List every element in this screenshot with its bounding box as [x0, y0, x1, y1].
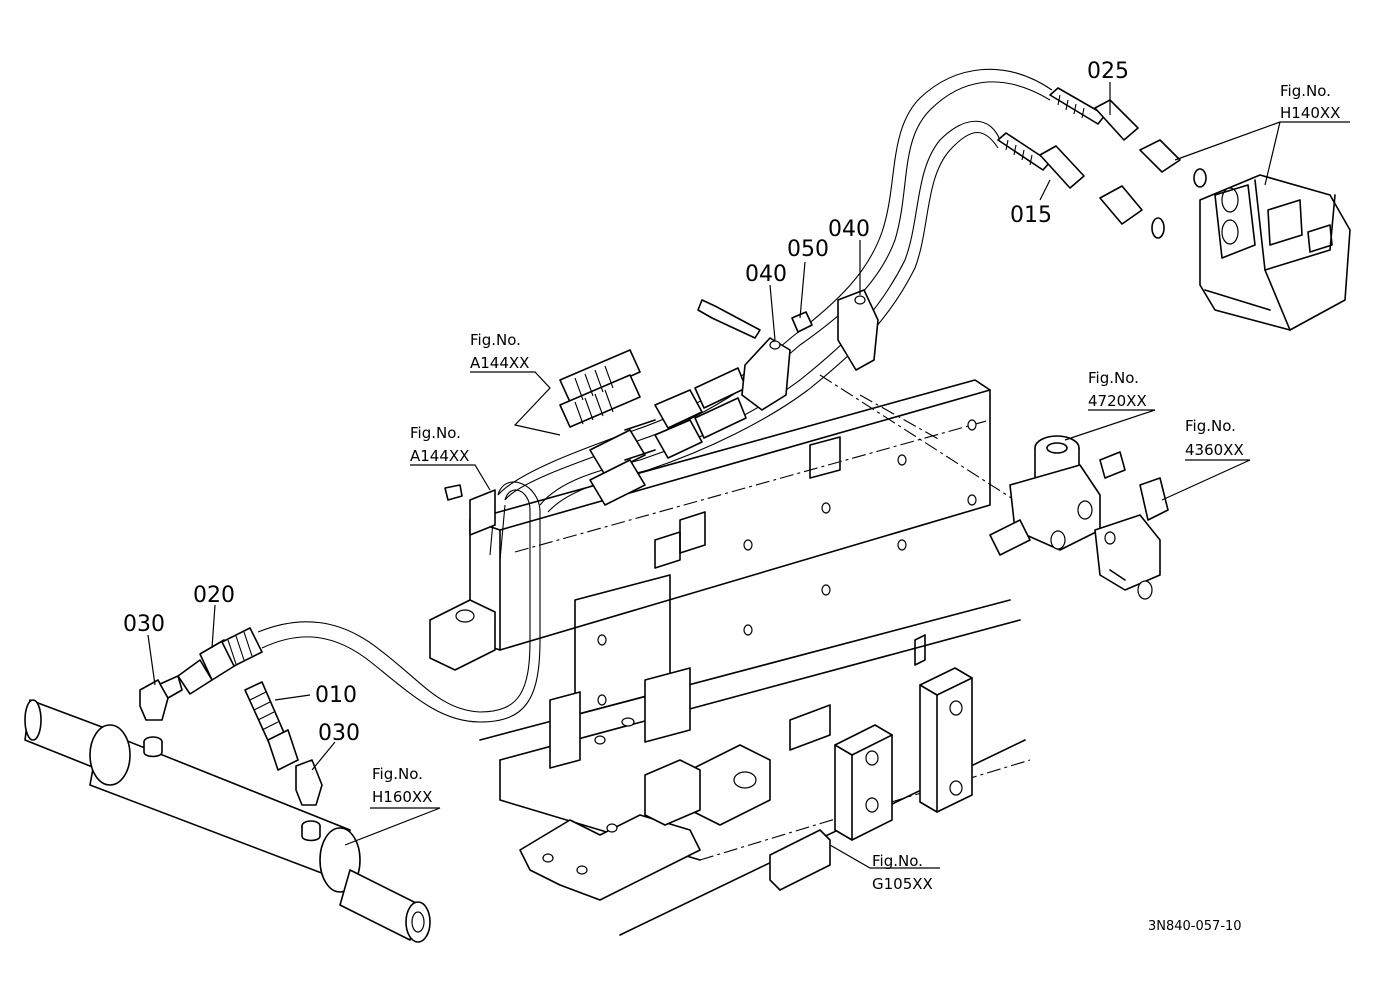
figref-4720-label: Fig.No.: [1088, 369, 1139, 387]
bolt: [697, 299, 761, 339]
leader-lines: [147, 82, 1350, 869]
figref-h160-code: H160XX: [372, 788, 432, 806]
figref-a144-lower-code: A144XX: [410, 447, 469, 465]
callout-labels: 025 015 040 050 040 020 030 010 030: [123, 59, 1129, 746]
pipe-clamp-040-left[interactable]: [741, 337, 791, 411]
bracket-plate: [444, 484, 496, 536]
figref-a144-lower-label: Fig.No.: [410, 424, 461, 442]
figref-a144-upper[interactable]: Fig.No. A144XX: [470, 331, 529, 372]
figref-h160-label: Fig.No.: [372, 765, 423, 783]
callout-040-left: 040: [745, 262, 787, 287]
callout-025: 025: [1087, 59, 1129, 84]
drawing-number: 3N840-057-10: [1148, 919, 1242, 934]
hydraulic-pipe-main: [257, 68, 1053, 723]
callout-030-upper: 030: [123, 612, 165, 637]
callout-015: 015: [1010, 203, 1052, 228]
figref-g105[interactable]: Fig.No. G105XX: [872, 852, 933, 893]
figref-h140-label: Fig.No.: [1280, 82, 1331, 100]
figref-g105-code: G105XX: [872, 875, 933, 893]
callout-010: 010: [315, 683, 357, 708]
figref-h160[interactable]: Fig.No. H160XX: [372, 765, 432, 806]
hose-end-fitting-020[interactable]: [177, 627, 263, 695]
tractor-frame: [429, 374, 1031, 936]
figref-4360-code: 4360XX: [1185, 441, 1244, 459]
figref-4720[interactable]: Fig.No. 4720XX: [1088, 369, 1147, 410]
figref-a144-lower[interactable]: Fig.No. A144XX: [410, 424, 469, 465]
hydraulic-pump: [1199, 174, 1351, 331]
hose-end-fitting-010[interactable]: [244, 681, 299, 771]
hose-end-fitting-015[interactable]: [997, 132, 1165, 239]
hose-end-fitting-025[interactable]: [1049, 87, 1207, 188]
callout-040-right: 040: [828, 217, 870, 242]
steering-cylinder: [24, 699, 431, 943]
callout-030-lower: 030: [318, 721, 360, 746]
elbow-fitting-030-lower[interactable]: [295, 759, 323, 806]
callout-050: 050: [787, 237, 829, 262]
figref-4720-code: 4720XX: [1088, 392, 1147, 410]
callout-020: 020: [193, 583, 235, 608]
figref-g105-label: Fig.No.: [872, 852, 923, 870]
figref-4360-label: Fig.No.: [1185, 417, 1236, 435]
quick-coupler-set: [559, 349, 747, 506]
figure-references: Fig.No. H140XX Fig.No. A144XX Fig.No. A1…: [372, 82, 1340, 893]
figref-h140-code: H140XX: [1280, 104, 1340, 122]
elbow-fitting-030-upper[interactable]: [139, 675, 183, 721]
figref-h140[interactable]: Fig.No. H140XX: [1280, 82, 1340, 122]
figref-4360[interactable]: Fig.No. 4360XX: [1185, 417, 1244, 459]
control-valve: [989, 435, 1169, 600]
nut-050[interactable]: [791, 311, 813, 333]
figref-a144-upper-code: A144XX: [470, 354, 529, 372]
pipe-clamp-040-right[interactable]: [837, 289, 879, 371]
figref-a144-upper-label: Fig.No.: [470, 331, 521, 349]
